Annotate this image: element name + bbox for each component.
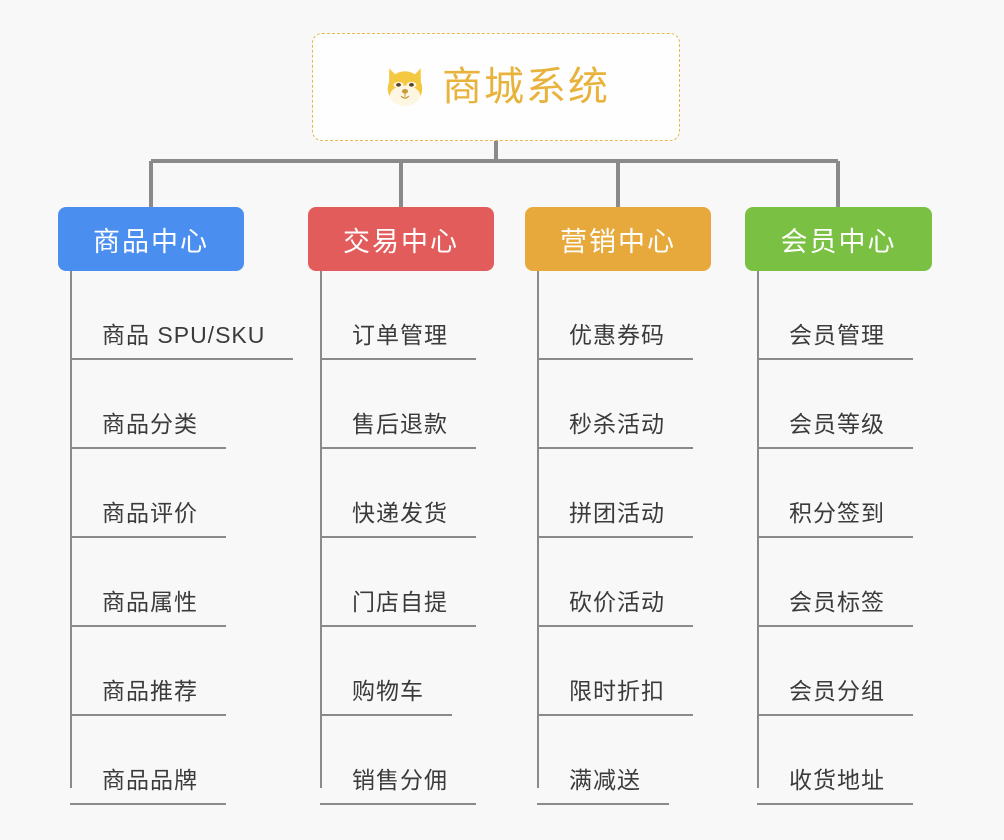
leaf-item[interactable]: 限时折扣 — [525, 627, 755, 716]
leaf-label: 商品品牌 — [70, 761, 226, 805]
leaf-item[interactable]: 拼团活动 — [525, 449, 755, 538]
leaf-item[interactable]: 商品品牌 — [58, 716, 308, 805]
leaf-label: 商品推荐 — [70, 672, 226, 716]
category-column-商品中心: 商品中心 商品 SPU/SKU 商品分类 商品评价 商品属性 商品推荐 — [58, 207, 308, 805]
leaf-item[interactable]: 秒杀活动 — [525, 360, 755, 449]
root-node[interactable]: 商城系统 — [312, 33, 680, 141]
leaf-item[interactable]: 购物车 — [308, 627, 538, 716]
category-column-交易中心: 交易中心 订单管理 售后退款 快递发货 门店自提 购物车 — [308, 207, 538, 805]
category-header-2[interactable]: 营销中心 — [525, 207, 711, 271]
leaf-label: 拼团活动 — [537, 494, 693, 538]
leaf-item[interactable]: 订单管理 — [308, 271, 538, 360]
category-column-营销中心: 营销中心 优惠券码 秒杀活动 拼团活动 砍价活动 限时折扣 — [525, 207, 755, 805]
leaf-label: 优惠券码 — [537, 316, 693, 360]
leaf-label: 会员管理 — [757, 316, 913, 360]
category-header-label-2: 营销中心 — [560, 226, 676, 257]
root-title: 商城系统 — [442, 65, 610, 109]
leaf-label: 商品评价 — [70, 494, 226, 538]
leaf-item[interactable]: 会员等级 — [745, 360, 975, 449]
leaf-label: 销售分佣 — [320, 761, 476, 805]
leaf-label: 快递发货 — [320, 494, 476, 538]
category-header-label-1: 交易中心 — [343, 226, 459, 257]
leaf-label: 商品 SPU/SKU — [70, 316, 294, 360]
category-header-1[interactable]: 交易中心 — [308, 207, 494, 271]
leaf-label: 会员等级 — [757, 405, 913, 449]
leaf-label: 订单管理 — [320, 316, 476, 360]
category-header-3[interactable]: 会员中心 — [745, 207, 932, 271]
category-header-0[interactable]: 商品中心 — [58, 207, 244, 271]
leaf-label: 商品分类 — [70, 405, 226, 449]
leaf-label: 会员标签 — [757, 583, 913, 627]
leaf-item[interactable]: 商品分类 — [58, 360, 308, 449]
category-header-label-0: 商品中心 — [93, 226, 209, 257]
leaf-label: 收货地址 — [757, 761, 913, 805]
leaf-item[interactable]: 满减送 — [525, 716, 755, 805]
leaf-list-1: 订单管理 售后退款 快递发货 门店自提 购物车 销售分佣 — [308, 271, 538, 805]
leaf-item[interactable]: 快递发货 — [308, 449, 538, 538]
leaf-label: 砍价活动 — [537, 583, 693, 627]
leaf-label: 秒杀活动 — [537, 405, 693, 449]
leaf-item[interactable]: 商品属性 — [58, 538, 308, 627]
leaf-item[interactable]: 会员管理 — [745, 271, 975, 360]
leaf-list-2: 优惠券码 秒杀活动 拼团活动 砍价活动 限时折扣 满减送 — [525, 271, 755, 805]
leaf-item[interactable]: 商品评价 — [58, 449, 308, 538]
leaf-label: 积分签到 — [757, 494, 913, 538]
leaf-item[interactable]: 门店自提 — [308, 538, 538, 627]
leaf-label: 会员分组 — [757, 672, 913, 716]
category-header-label-3: 会员中心 — [780, 226, 897, 257]
leaf-label: 满减送 — [537, 761, 669, 805]
leaf-list-0: 商品 SPU/SKU 商品分类 商品评价 商品属性 商品推荐 商品品牌 — [58, 271, 308, 805]
leaf-item[interactable]: 砍价活动 — [525, 538, 755, 627]
leaf-label: 门店自提 — [320, 583, 476, 627]
leaf-label: 商品属性 — [70, 583, 226, 627]
leaf-item[interactable]: 售后退款 — [308, 360, 538, 449]
category-column-会员中心: 会员中心 会员管理 会员等级 积分签到 会员标签 会员分组 — [745, 207, 975, 805]
leaf-list-3: 会员管理 会员等级 积分签到 会员标签 会员分组 收货地址 — [745, 271, 975, 805]
leaf-item[interactable]: 收货地址 — [745, 716, 975, 805]
leaf-item[interactable]: 会员分组 — [745, 627, 975, 716]
shiba-inu-dog-face-icon — [382, 64, 428, 110]
leaf-label: 购物车 — [320, 672, 452, 716]
leaf-item[interactable]: 积分签到 — [745, 449, 975, 538]
leaf-item[interactable]: 商品 SPU/SKU — [58, 271, 308, 360]
leaf-item[interactable]: 会员标签 — [745, 538, 975, 627]
leaf-item[interactable]: 商品推荐 — [58, 627, 308, 716]
leaf-label: 限时折扣 — [537, 672, 693, 716]
leaf-item[interactable]: 销售分佣 — [308, 716, 538, 805]
leaf-item[interactable]: 优惠券码 — [525, 271, 755, 360]
leaf-label: 售后退款 — [320, 405, 476, 449]
